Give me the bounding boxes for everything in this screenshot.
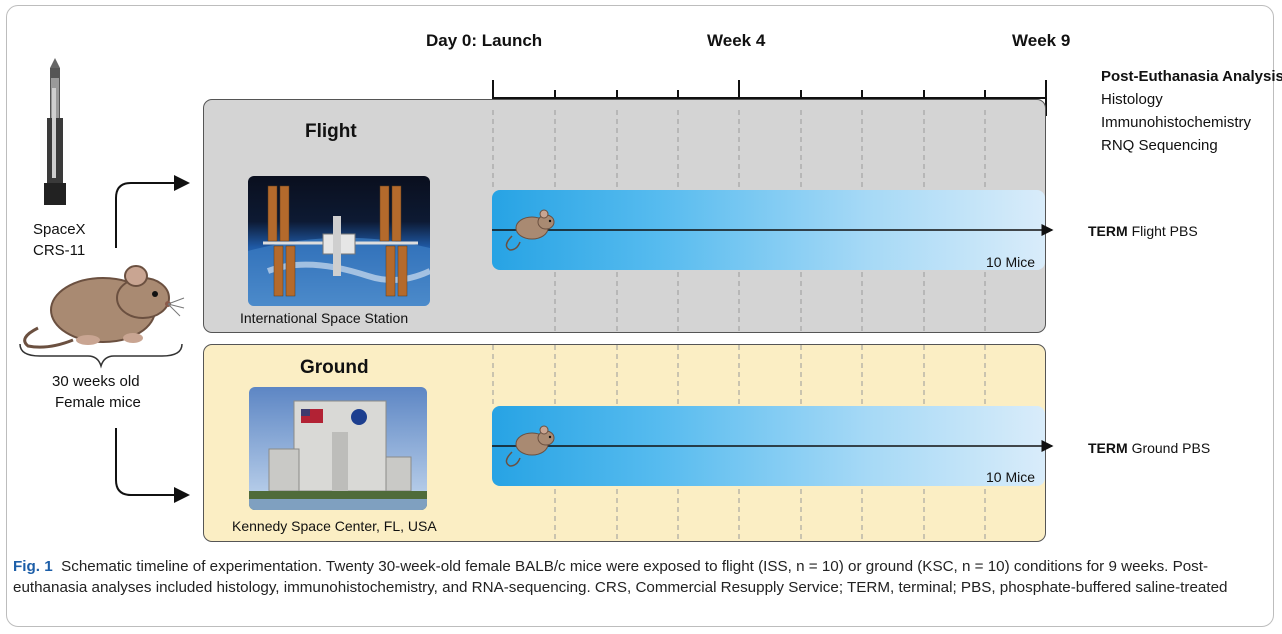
ground-small-mouse-icon (505, 425, 555, 467)
figure-number: Fig. 1 (13, 558, 53, 575)
analysis-item-ihc: Immunohistochemistry (1101, 114, 1252, 131)
flight-term-bold: TERM (1088, 223, 1128, 239)
ksc-photo (249, 387, 427, 510)
ground-band-arrow (492, 425, 1054, 467)
analysis-item-sequencing: RNQ Sequencing (1101, 137, 1218, 154)
timeline-label-week9: Week 9 (1012, 31, 1071, 50)
ground-mice-count: 10 Mice (986, 469, 1036, 485)
rocket-icon (44, 58, 66, 205)
iss-image-icon (248, 176, 430, 306)
connector-arrows (19, 175, 190, 503)
rocket-label-line1: SpaceX (33, 221, 86, 238)
ground-title: Ground (300, 357, 369, 378)
ground-term-label: TERM Ground PBS (1088, 440, 1210, 456)
mice-label-line1: 30 weeks old (52, 373, 140, 390)
timeline-label-launch: Day 0: Launch (426, 31, 543, 50)
ground-term-bold: TERM (1088, 440, 1128, 456)
flight-small-mouse-icon (505, 209, 555, 251)
timeline-label-week4: Week 4 (707, 31, 766, 50)
flight-title: Flight (305, 121, 357, 142)
ground-term-rest: Ground PBS (1131, 440, 1211, 456)
figure-caption-text: Schematic timeline of experimentation. T… (13, 558, 1228, 596)
mice-label-line2: Female mice (55, 394, 141, 411)
ksc-image-icon (249, 387, 427, 510)
rocket-label-line2: CRS-11 (33, 242, 86, 259)
analysis-title: Post-Euthanasia Analysis (1101, 68, 1282, 85)
flight-term-label: TERM Flight PBS (1088, 223, 1198, 239)
flight-photo-caption: International Space Station (240, 310, 409, 326)
mouse-icon (23, 265, 185, 349)
figure-frame (6, 5, 1274, 627)
flight-band-arrow (492, 209, 1054, 251)
ground-photo-caption: Kennedy Space Center, FL, USA (232, 518, 437, 534)
flight-term-rest: Flight PBS (1131, 223, 1198, 239)
analysis-item-histology: Histology (1101, 91, 1163, 108)
flight-mice-count: 10 Mice (986, 254, 1036, 270)
iss-photo (248, 176, 430, 306)
figure-caption: Fig. 1 Schematic timeline of experimenta… (13, 556, 1275, 598)
